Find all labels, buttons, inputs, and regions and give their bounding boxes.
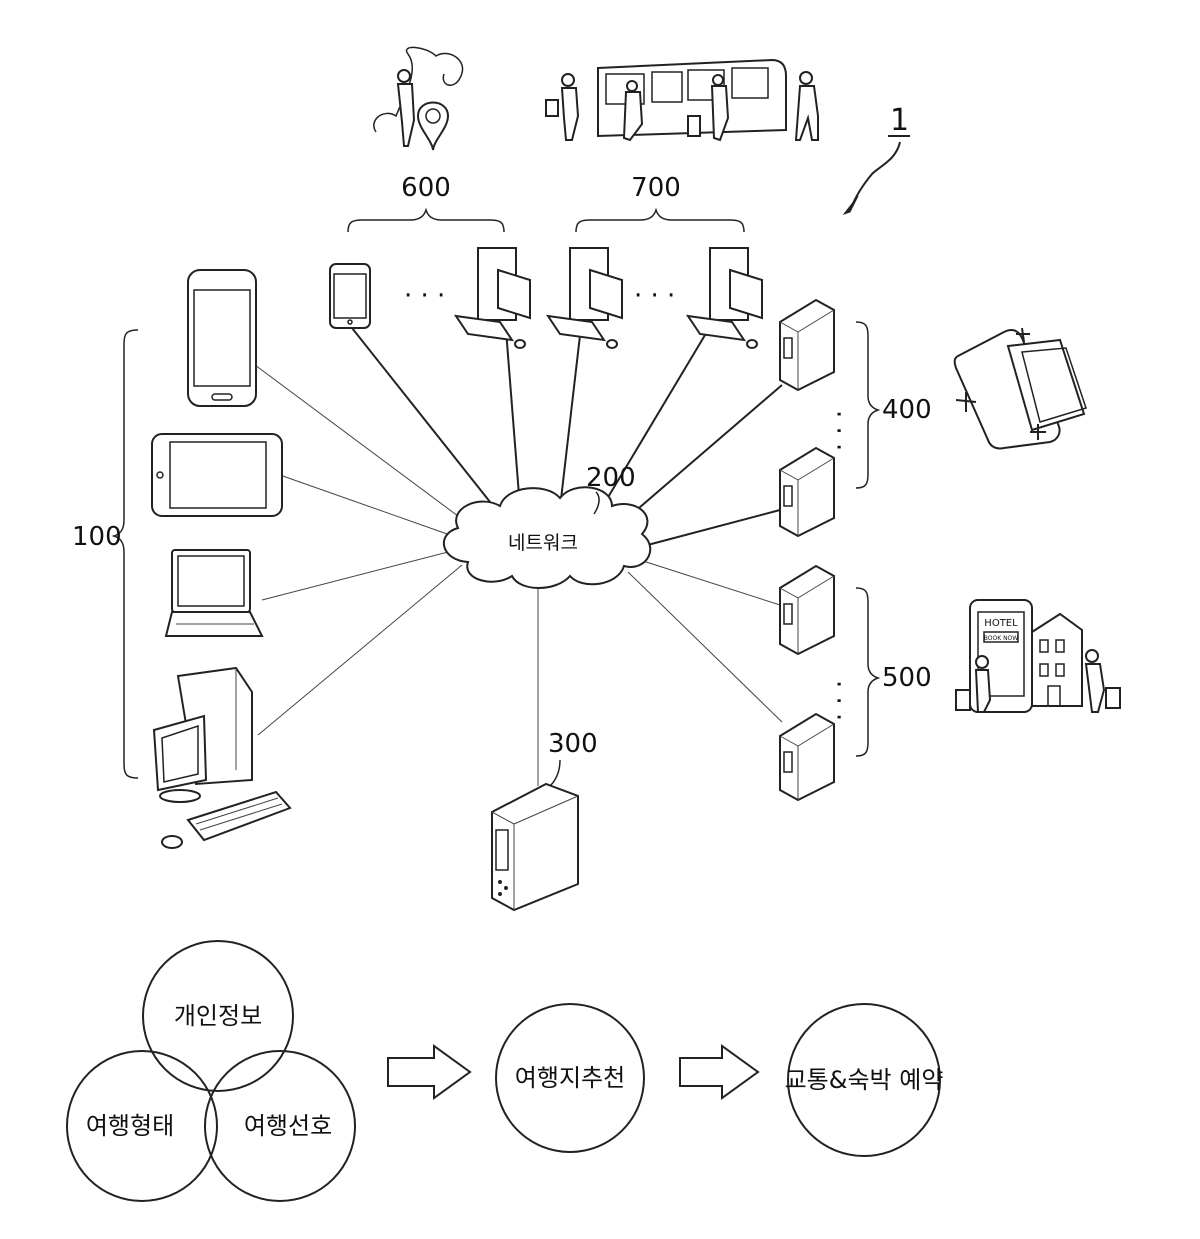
server-400-bottom-icon	[780, 448, 834, 536]
label-500: 500	[882, 663, 932, 693]
label-200: 200	[586, 463, 636, 493]
flow-arrow-2	[680, 1046, 758, 1098]
network-label: 네트워크	[508, 532, 578, 554]
group-600-desktop-icon	[456, 248, 530, 348]
input-personal-info: 개인정보	[174, 1002, 262, 1030]
bracket-100	[114, 330, 138, 778]
recommend-circle: 여행지추천	[496, 1004, 644, 1152]
dots-400: · · ·	[823, 410, 853, 451]
bracket-400	[856, 322, 878, 488]
label-100: 100	[72, 522, 122, 552]
network-cloud: 네트워크	[444, 487, 650, 588]
label-400: 400	[882, 395, 932, 425]
reserve-circle: 교통&숙박 예약	[785, 1004, 944, 1156]
dots-500: · · ·	[823, 680, 853, 721]
label-600: 600	[401, 173, 451, 203]
input-travel-type: 여행형태	[86, 1112, 174, 1140]
recommend-label: 여행지추천	[515, 1064, 625, 1092]
smartphone-icon	[188, 270, 256, 406]
group-700-desktop-icon-2	[688, 248, 762, 348]
traveler-map-pin-icon	[374, 47, 463, 150]
laptop-icon	[166, 550, 262, 636]
flow-arrow-1	[388, 1046, 470, 1098]
server-400-top-icon	[780, 300, 834, 390]
service-server-icon	[492, 784, 578, 910]
server-500-bottom-icon	[780, 714, 834, 800]
label-300: 300	[548, 729, 598, 759]
dots-700: · · ·	[634, 281, 675, 311]
dots-600: · · ·	[404, 281, 445, 311]
bracket-500	[856, 588, 878, 756]
venn-inputs: 개인정보 여행형태 여행선호	[67, 941, 355, 1201]
desktop-computer-icon	[154, 668, 290, 848]
arrow-system	[850, 142, 900, 210]
label-700: 700	[631, 173, 681, 203]
hotel-sign-text: HOTEL	[984, 618, 1018, 629]
label-1: 1	[890, 103, 909, 138]
tablet-icon	[152, 434, 282, 516]
bus-passengers-icon	[546, 60, 818, 140]
reserve-label: 교통&숙박 예약	[785, 1066, 944, 1094]
book-now-text: BOOK NOW	[984, 635, 1019, 642]
group-700-desktop-icon-1	[548, 248, 622, 348]
server-500-top-icon	[780, 566, 834, 654]
group-600-phone-icon	[330, 264, 370, 328]
bracket-700	[576, 210, 744, 232]
flight-ticket-phone-icon	[955, 328, 1086, 449]
hotel-booking-icon: HOTEL BOOK NOW	[956, 600, 1120, 712]
input-travel-preference: 여행선호	[244, 1112, 332, 1140]
bracket-600	[348, 210, 504, 232]
